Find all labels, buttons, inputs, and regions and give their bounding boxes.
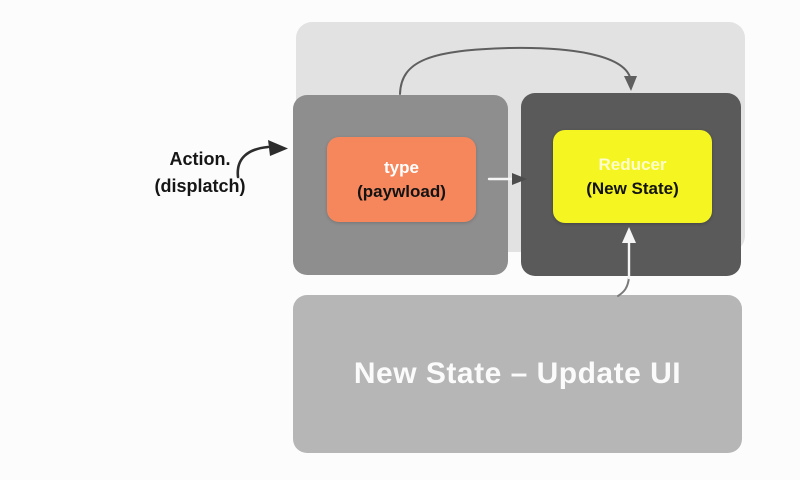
payload-label: (paywload) bbox=[357, 181, 446, 201]
action-label: Action. (displatch) bbox=[138, 146, 262, 200]
type-payload-box: type (paywload) bbox=[327, 137, 476, 222]
newstate-label: (New State) bbox=[586, 178, 679, 198]
action-label-line1: Action. bbox=[169, 149, 231, 169]
reducer-label: Reducer bbox=[598, 154, 667, 174]
action-label-line2: (displatch) bbox=[154, 176, 246, 196]
output-label: New State – Update UI bbox=[353, 357, 682, 390]
output-box: New State – Update UI bbox=[293, 295, 742, 453]
reducer-newstate-box: Reducer (New State) bbox=[553, 130, 712, 223]
type-label: type bbox=[384, 157, 419, 177]
